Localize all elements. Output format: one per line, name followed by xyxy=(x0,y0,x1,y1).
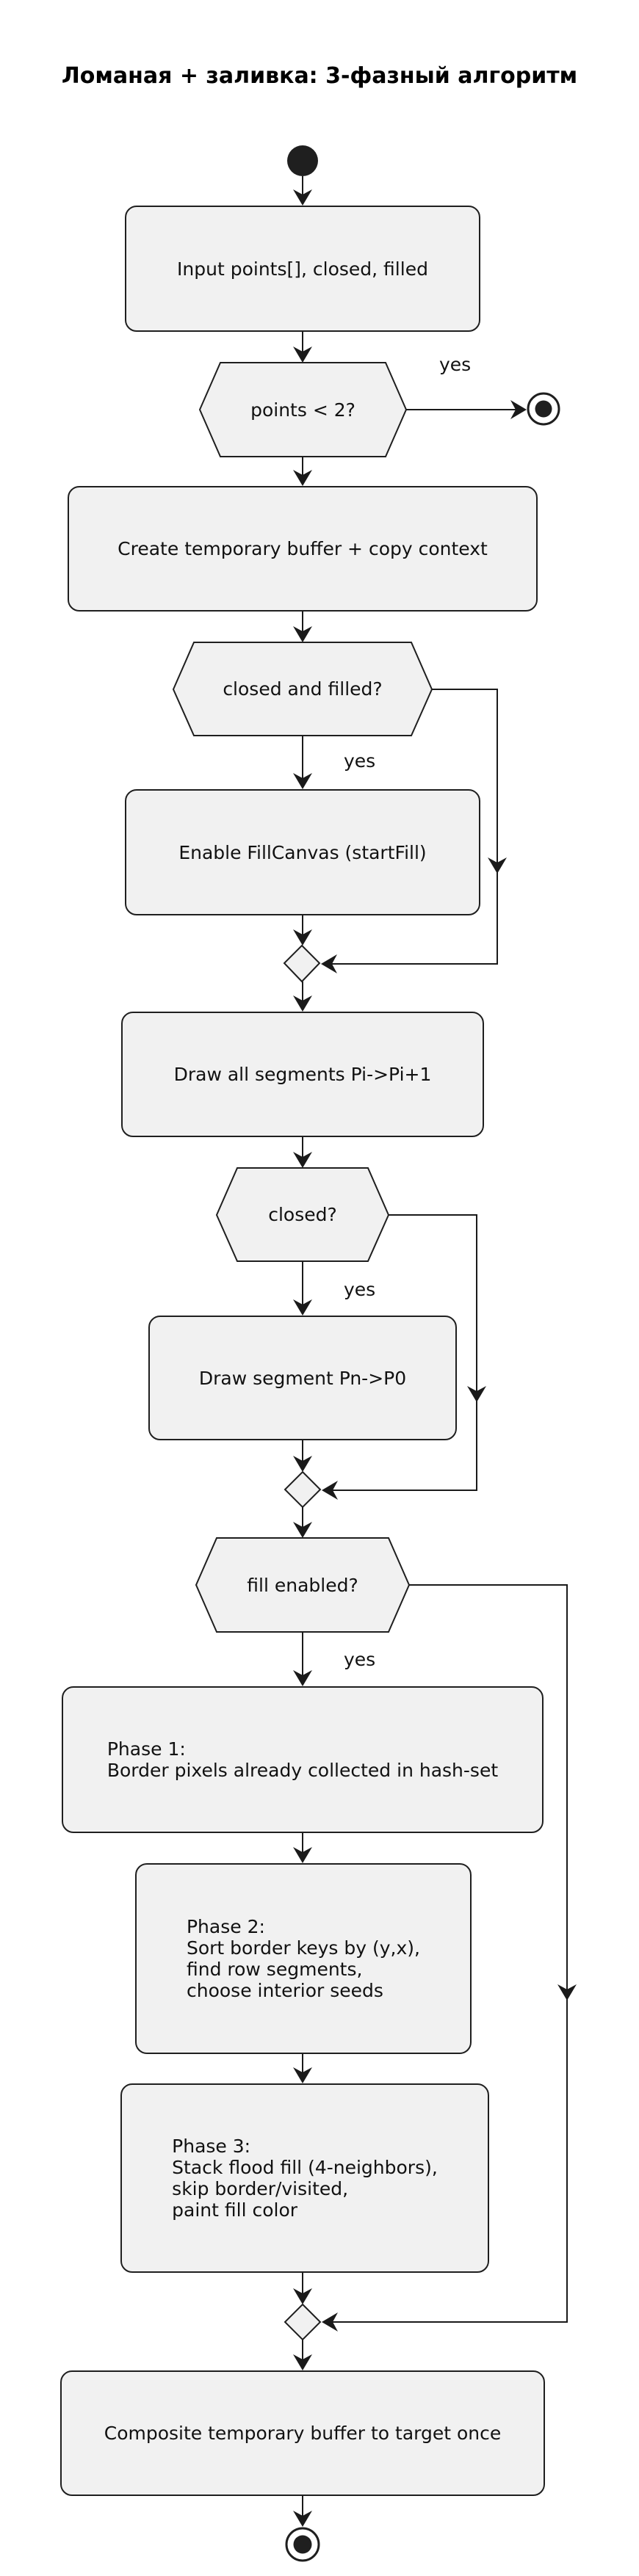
edge-merge2-to-fill-enabled xyxy=(293,1507,312,1538)
arrowhead-down-icon xyxy=(293,1456,312,1472)
arrowhead-down-icon xyxy=(293,189,312,206)
arrowhead-down-icon xyxy=(488,857,507,874)
activity-draw-segments-label: Draw all segments Pi->Pi+1 xyxy=(173,1064,432,1085)
arrowhead-right-icon xyxy=(510,400,527,419)
edge-label-yes-fill-enabled: yes xyxy=(344,1649,376,1670)
edge-enable-fill-to-merge1 xyxy=(293,915,312,946)
arrowhead-down-icon xyxy=(293,2288,312,2304)
decision-closed-label: closed? xyxy=(217,1168,389,1261)
decision-fill-enabled-text: fill enabled? xyxy=(247,1574,358,1596)
activity-enable-fill: Enable FillCanvas (startFill) xyxy=(125,789,480,915)
edge-closed-to-draw-closing xyxy=(293,1261,312,1316)
activity-draw-segments: Draw all segments Pi->Pi+1 xyxy=(121,1012,484,1137)
activity-enable-fill-label: Enable FillCanvas (startFill) xyxy=(178,841,427,863)
decision-closed-filled-label: closed and filled? xyxy=(173,642,432,736)
arrowhead-left-icon xyxy=(322,2312,338,2332)
arrowhead-down-icon xyxy=(293,2354,312,2370)
arrowhead-down-icon xyxy=(293,626,312,642)
arrowhead-down-icon xyxy=(293,2511,312,2527)
arrowhead-left-icon xyxy=(322,1481,338,1500)
edge-draw-closing-to-merge2 xyxy=(293,1440,312,1472)
arrowhead-down-icon xyxy=(293,773,312,789)
arrowhead-down-icon xyxy=(293,1299,312,1316)
activity-create-buffer-label: Create temporary buffer + copy context xyxy=(118,538,488,559)
edge-label-yes-closed: yes xyxy=(344,1279,376,1300)
arrowhead-down-icon xyxy=(293,929,312,946)
edge-phase2-to-phase3 xyxy=(293,2054,312,2083)
decision-points-check-label: points < 2? xyxy=(200,363,406,457)
activity-input: Input points[], closed, filled xyxy=(125,206,480,332)
arrowhead-down-icon xyxy=(467,1386,486,1402)
start-node xyxy=(287,145,318,176)
edge-draw-segments-to-closed xyxy=(293,1137,312,1168)
early-end-node xyxy=(527,392,560,426)
decision-fill-enabled-label: fill enabled? xyxy=(196,1538,409,1632)
edge-merge1-to-draw-segments xyxy=(293,982,312,1012)
edge-input-to-points-check xyxy=(293,332,312,363)
arrowhead-down-icon xyxy=(293,1152,312,1168)
edge-create-buffer-to-closed-filled xyxy=(293,612,312,642)
edge-points-check-to-end xyxy=(406,400,527,419)
final-end-node xyxy=(285,2527,320,2562)
arrowhead-down-icon xyxy=(293,347,312,363)
edge-fill-enabled-to-phase1 xyxy=(293,1632,312,1686)
activity-draw-closing-segment-label: Draw segment Pn->P0 xyxy=(198,1367,407,1389)
arrowhead-down-icon xyxy=(293,995,312,1012)
arrowhead-down-icon xyxy=(293,1670,312,1686)
edge-merge3-to-composite xyxy=(293,2340,312,2370)
decision-closed-text: closed? xyxy=(268,1204,337,1225)
edge-label-yes-closed-filled: yes xyxy=(344,750,376,772)
edge-label-yes-points-check: yes xyxy=(439,354,472,375)
decision-closed-filled-text: closed and filled? xyxy=(223,678,383,700)
arrowhead-down-icon xyxy=(293,1522,312,1538)
arrowhead-down-icon xyxy=(293,2067,312,2083)
edge-phase3-to-merge3 xyxy=(293,2273,312,2304)
activity-phase3: Phase 3: Stack flood fill (4-neighbors),… xyxy=(120,2083,489,2273)
activity-phase2-label: Phase 2: Sort border keys by (y,x), find… xyxy=(186,1916,420,2001)
activity-input-label: Input points[], closed, filled xyxy=(177,258,428,280)
activity-phase2: Phase 2: Sort border keys by (y,x), find… xyxy=(135,1863,472,2054)
merge-diamond-1 xyxy=(283,944,321,983)
arrowhead-down-icon xyxy=(293,1847,312,1863)
edge-start-to-input xyxy=(293,176,312,206)
merge-diamond-2 xyxy=(284,1470,322,1509)
arrowhead-down-icon xyxy=(293,470,312,486)
arrowhead-left-icon xyxy=(321,954,337,973)
diagram-title: Ломаная + заливка: 3-фазный алгоритм xyxy=(61,63,578,89)
edge-closed-filled-to-enable-fill xyxy=(293,736,312,789)
edge-points-check-to-create-buffer xyxy=(293,457,312,486)
activity-phase1: Phase 1: Border pixels already collected… xyxy=(62,1686,544,1833)
activity-composite: Composite temporary buffer to target onc… xyxy=(60,2370,545,2496)
arrowhead-down-icon xyxy=(557,1984,577,2000)
activity-phase3-label: Phase 3: Stack flood fill (4-neighbors),… xyxy=(172,2136,438,2221)
activity-phase1-label: Phase 1: Border pixels already collected… xyxy=(106,1738,499,1781)
activity-composite-label: Composite temporary buffer to target onc… xyxy=(104,2423,502,2444)
edge-phase1-to-phase2 xyxy=(293,1833,312,1863)
decision-points-check-text: points < 2? xyxy=(250,399,355,421)
activity-draw-closing-segment: Draw segment Pn->P0 xyxy=(148,1316,457,1440)
edge-composite-to-end xyxy=(293,2496,312,2527)
merge-diamond-3 xyxy=(284,2303,322,2341)
activity-create-buffer: Create temporary buffer + copy context xyxy=(68,486,538,612)
